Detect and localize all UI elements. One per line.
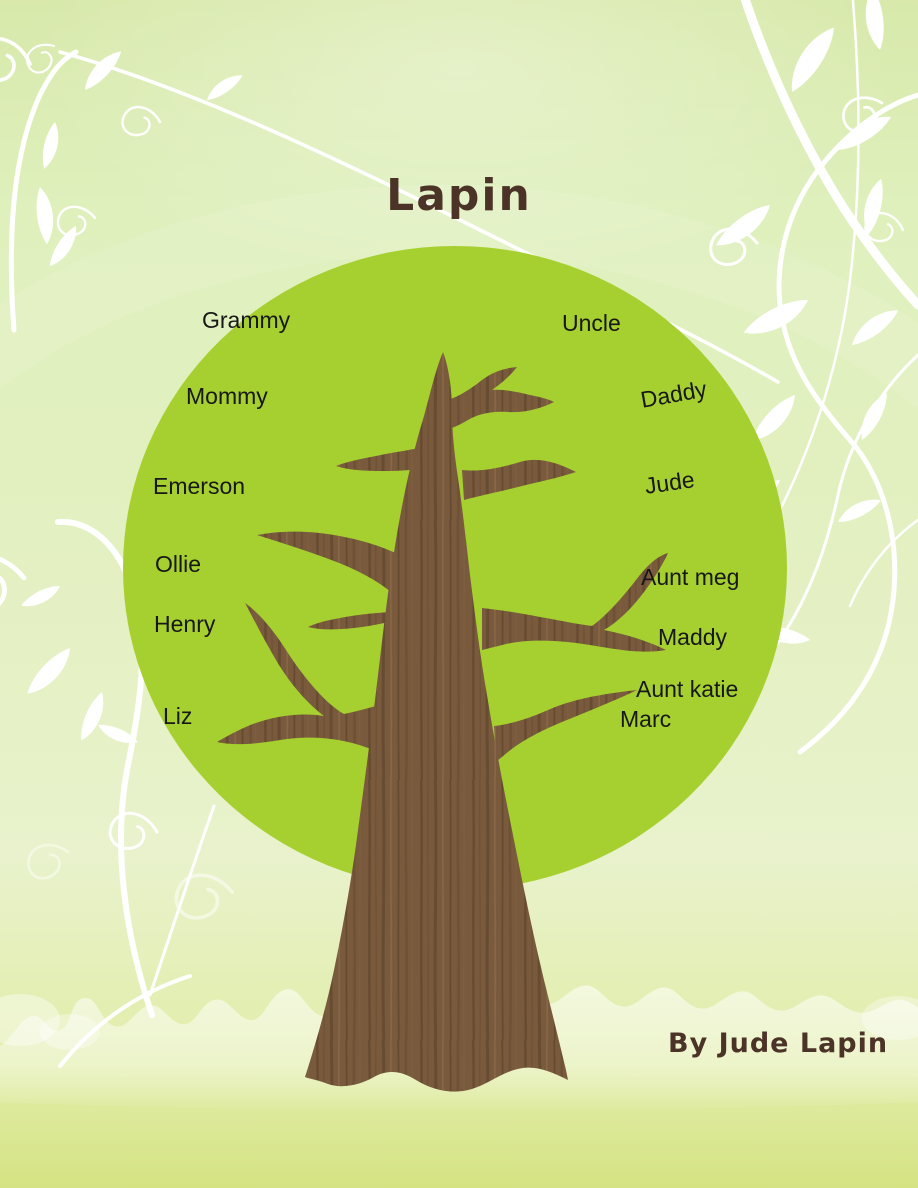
member-name-uncle: Uncle xyxy=(562,310,621,336)
background-top-glow xyxy=(20,0,900,280)
branch-top-right-fork xyxy=(447,367,554,430)
member-name-aunt-katie: Aunt katie xyxy=(636,676,739,702)
background-light-sweep xyxy=(0,185,918,408)
tree-trunk xyxy=(305,352,568,1092)
member-name-liz: Liz xyxy=(163,703,193,729)
vine-flourish-top-left xyxy=(0,31,780,384)
branch-left-crescent xyxy=(257,531,402,598)
branch-right-upper xyxy=(462,459,576,500)
branch-left-twig xyxy=(308,612,400,630)
branch-right-lower xyxy=(494,690,637,762)
member-name-ollie: Ollie xyxy=(155,551,202,577)
member-name-mommy: Mommy xyxy=(186,383,268,409)
branch-right-middle-fork xyxy=(482,553,668,652)
branch-left-lower-fork xyxy=(217,603,392,760)
branch-left-upper-twig xyxy=(336,446,428,471)
vine-flourish-right xyxy=(683,0,918,774)
page-title: Lapin xyxy=(386,170,532,221)
member-name-maddy: Maddy xyxy=(658,624,728,650)
member-name-henry: Henry xyxy=(154,611,216,637)
member-name-aunt-meg: Aunt meg xyxy=(641,564,740,590)
member-name-emerson: Emerson xyxy=(153,473,246,499)
tree-trunk-and-branches xyxy=(217,352,668,1092)
member-name-grammy: Grammy xyxy=(202,307,291,333)
member-name-marc: Marc xyxy=(620,706,672,732)
byline: By Jude Lapin xyxy=(668,1028,889,1059)
